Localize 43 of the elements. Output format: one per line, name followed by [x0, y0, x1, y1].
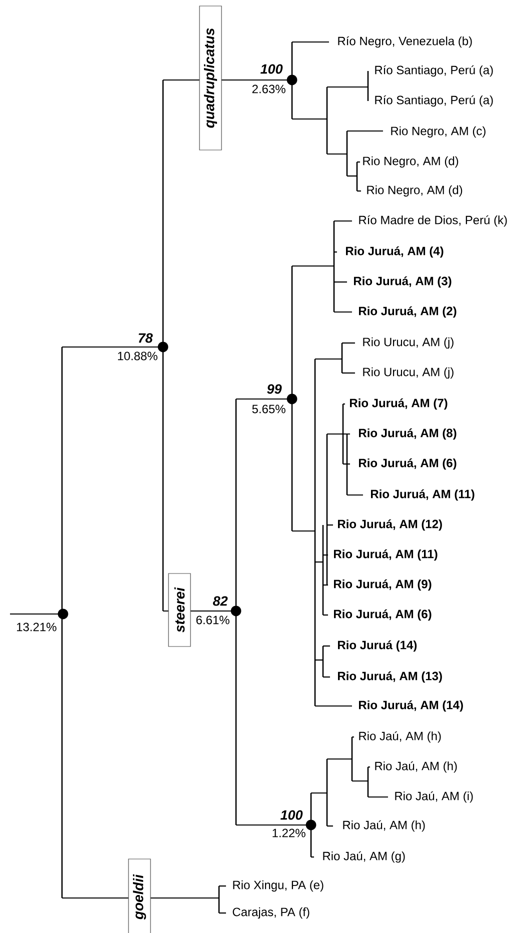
leaf-label: Rio Jaú, AM (i) — [395, 791, 473, 803]
leaf-label: Rio Juruá, AM (9) — [334, 579, 432, 591]
leaf-label: Rio Juruá, AM (2) — [359, 306, 456, 318]
leaf-label: Rio Juruá, AM (14) — [359, 700, 463, 712]
divergence-value: 5.65% — [252, 404, 286, 414]
leaf-label: Rio Juruá, AM (6) — [359, 458, 456, 470]
divergence-value: 13.21% — [17, 622, 56, 632]
leaf-label: Rio Juruá, AM (7) — [350, 398, 448, 410]
leaf-label: Rio Juruá, AM (6) — [334, 609, 432, 621]
leaf-label: Rio Urucu, AM (j) — [363, 367, 454, 379]
clade-label: goeldii — [128, 858, 151, 933]
leaf-label: Rio Jaú, AM (h) — [359, 731, 441, 743]
bootstrap-value: 100 — [280, 810, 303, 820]
leaf-label: Río Santiago, Perú (a) — [375, 95, 493, 107]
clade-label: quadruplicatus — [199, 6, 222, 150]
bootstrap-value: 82 — [212, 596, 228, 606]
bootstrap-value: 100 — [260, 64, 283, 74]
leaf-label: Rio Juruá, AM (12) — [338, 519, 442, 531]
leaf-label: Rio Juruá, AM (4) — [346, 246, 444, 258]
bootstrap-value: 78 — [138, 333, 153, 343]
leaf-label: Rio Juruá (14) — [338, 640, 417, 652]
leaf-label: Rio Jaú, AM (h) — [375, 761, 457, 773]
leaf-label: Rio Negro, AM (d) — [363, 156, 458, 168]
leaf-label: Rio Juruá, AM (3) — [354, 276, 452, 288]
divergence-value: 2.63% — [252, 84, 286, 94]
leaf-label: Río Negro, Venezuela (b) — [338, 36, 472, 48]
leaf-label: Rio Xingu, PA (e) — [233, 880, 324, 892]
leaf-label: Rio Negro, AM (c) — [391, 126, 486, 138]
divergence-value: 10.88% — [118, 352, 158, 360]
leaf-label: Rio Juruá, AM (13) — [338, 671, 442, 683]
leaf-label: Rio Jaú, AM (g) — [323, 851, 405, 863]
leaf-label: Rio Juruá, AM (8) — [359, 428, 456, 440]
leaf-label: Río Madre de Dios, Perú (k) — [359, 215, 507, 227]
leaf-label: Rio Juruá, AM (11) — [371, 489, 474, 501]
divergence-value: 1.22% — [272, 828, 306, 838]
leaf-label: Rio Jaú, AM (h) — [343, 820, 425, 832]
leaf-label: Carajas, PA (f) — [232, 907, 310, 919]
clade-label: steerei — [168, 573, 191, 647]
bootstrap-value: 99 — [267, 384, 282, 394]
leaf-label: Rio Urucu, AM (j) — [363, 337, 454, 349]
leaf-label: Rio Negro, AM (d) — [367, 185, 462, 197]
leaf-label: Río Santiago, Perú (a) — [375, 65, 493, 77]
leaf-label: Rio Juruá, AM (11) — [334, 549, 438, 561]
